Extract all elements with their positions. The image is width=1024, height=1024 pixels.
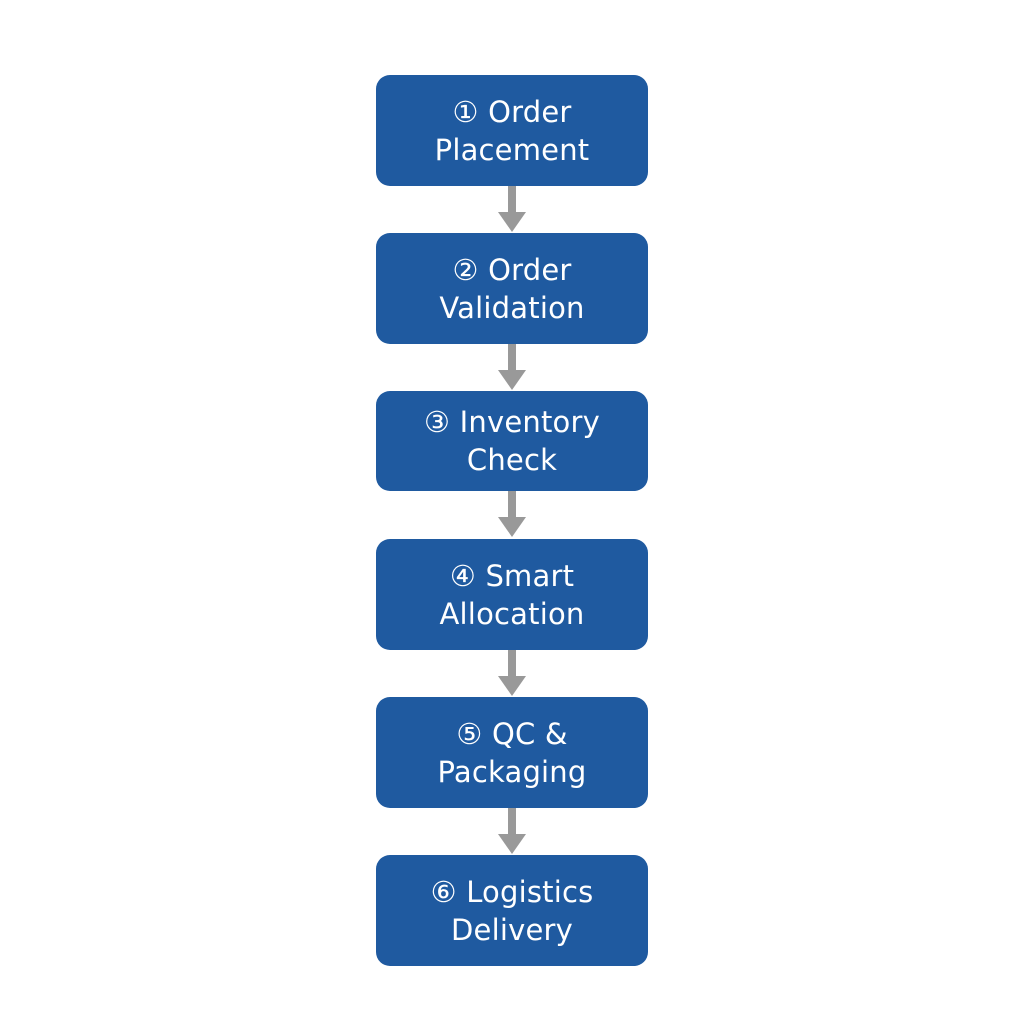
arrow-down-icon	[498, 212, 526, 232]
step-5-title-line1: QC &	[491, 716, 568, 751]
arrow-5-to-6	[496, 808, 528, 854]
step-3-box: ③ Inventory Check	[376, 391, 648, 491]
arrow-shaft	[508, 491, 516, 519]
step-1-title-line2: Placement	[434, 132, 590, 167]
step-2-box: ② Order Validation	[376, 233, 648, 344]
step-5-number: ⑤	[456, 716, 483, 751]
step-6-title-line1: Logistics	[466, 874, 594, 909]
step-4-title-line1: Smart	[485, 558, 575, 593]
step-6-title-line2: Delivery	[451, 912, 573, 947]
arrow-4-to-5	[496, 650, 528, 696]
step-4-number: ④	[449, 558, 477, 593]
arrow-down-icon	[498, 834, 526, 854]
arrow-shaft	[508, 650, 516, 678]
step-2-title-line2: Validation	[439, 290, 585, 325]
arrow-3-to-4	[496, 491, 528, 537]
step-3-title-line2: Check	[466, 443, 558, 477]
step-5-title-line2: Packaging	[437, 754, 587, 789]
step-2-title-line1: Order	[488, 252, 572, 287]
arrow-down-icon	[498, 517, 526, 537]
step-3-title-line1: Inventory	[459, 405, 600, 439]
arrow-shaft	[508, 344, 516, 372]
step-1-box: ① Order Placement	[376, 75, 648, 186]
arrow-shaft	[508, 186, 516, 214]
arrow-shaft	[508, 808, 516, 836]
arrow-down-icon	[498, 676, 526, 696]
step-3-number: ③	[424, 405, 451, 439]
step-2-number: ②	[452, 252, 479, 287]
arrow-2-to-3	[496, 344, 528, 390]
step-4-title-line2: Allocation	[439, 596, 585, 631]
step-1-title-line1: Order	[488, 94, 572, 129]
step-1-number: ①	[452, 94, 479, 129]
step-5-box: ⑤ QC & Packaging	[376, 697, 648, 808]
step-4-box: ④ Smart Allocation	[376, 539, 648, 650]
arrow-down-icon	[498, 370, 526, 390]
arrow-1-to-2	[496, 186, 528, 232]
step-6-box: ⑥ Logistics Delivery	[376, 855, 648, 966]
step-6-number: ⑥	[430, 874, 457, 909]
